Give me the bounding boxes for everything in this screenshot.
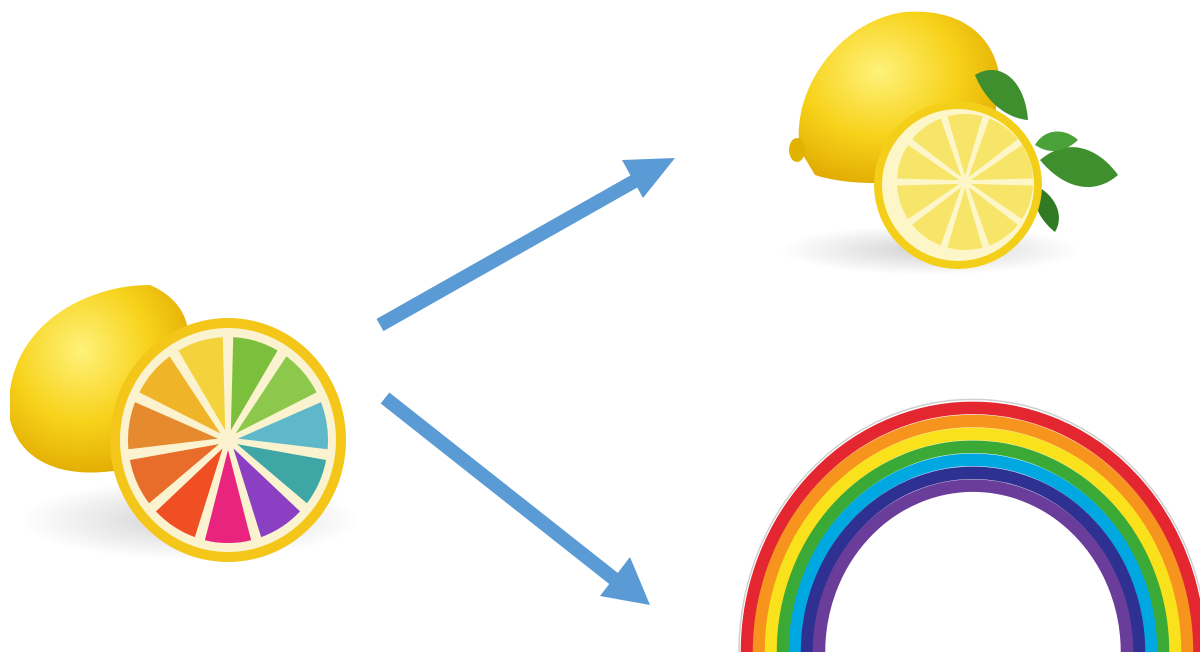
rainbow-lemon-icon [10,285,360,562]
lemon-icon [780,12,1118,275]
rainbow-icon [739,399,1200,652]
leaf [1040,147,1118,187]
lemon-core [220,432,236,448]
arrow-to-lemon [380,158,675,325]
arrow-to-rainbow [385,398,650,605]
